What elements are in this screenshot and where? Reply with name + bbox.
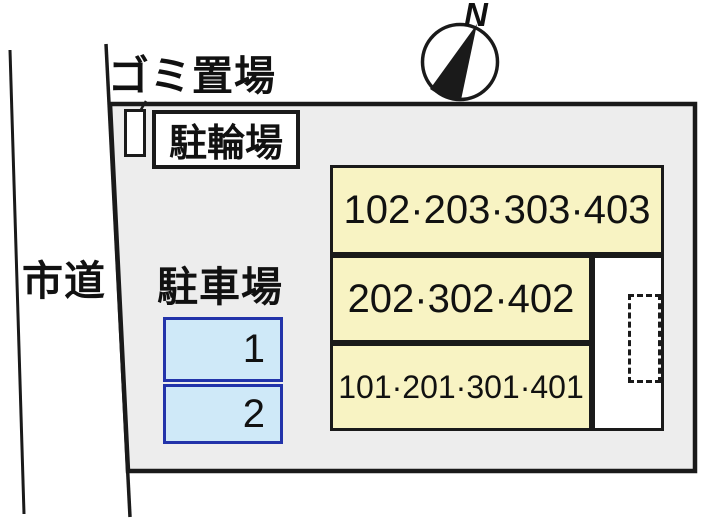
parking-label: 駐車場 xyxy=(157,264,283,310)
garbage-box xyxy=(124,109,146,157)
road-label: 市道 xyxy=(22,258,106,304)
entry-dashed-outline xyxy=(628,294,661,383)
compass-icon xyxy=(420,22,500,102)
building-units-label: 202·302·402 xyxy=(347,276,575,321)
road-edge-left-line xyxy=(8,49,26,515)
bicycle-parking-label: 駐輪場 xyxy=(168,123,283,165)
building-block-lower: 101·201·301·401 xyxy=(330,343,592,431)
building-block-upper: 102·203·303·403 xyxy=(330,165,664,255)
parking-space-number: 2 xyxy=(242,391,265,436)
building-units-label: 102·203·303·403 xyxy=(343,187,651,232)
parking-space-1: 1 xyxy=(163,317,283,382)
compass-north-label: N xyxy=(464,0,488,33)
parking-space-number: 1 xyxy=(242,327,265,371)
garbage-area-label: ゴミ置場 xyxy=(108,53,276,99)
parking-space-2: 2 xyxy=(163,384,283,444)
road-edge-right-line xyxy=(104,43,132,518)
building-units-label: 101·201·301·401 xyxy=(338,368,584,405)
building-block-middle: 202·302·402 xyxy=(330,255,592,343)
bicycle-parking-box: 駐輪場 xyxy=(152,110,300,169)
